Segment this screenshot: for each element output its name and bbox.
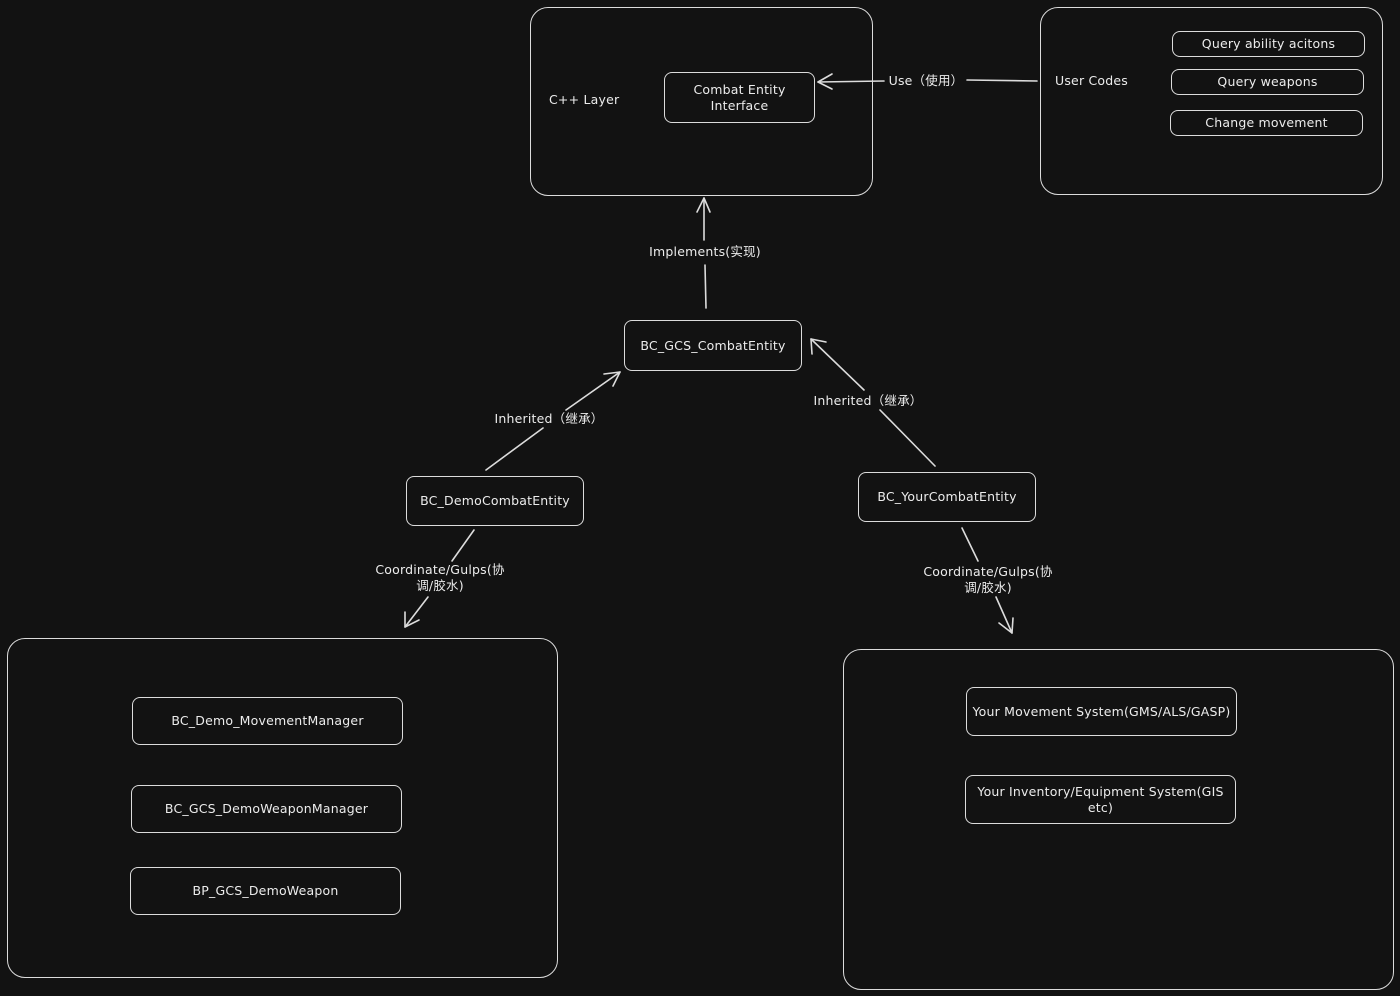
demo-group-container [7,638,558,978]
implements-arrowhead [696,197,711,213]
demo-weapon-label: BP_GCS_DemoWeapon [192,883,339,898]
implements-edge-label: Implements(实现) [646,244,764,260]
user-code-change-movement[interactable]: Change movement [1170,110,1363,136]
your-inventory-system-node[interactable]: Your Inventory/Equipment System(GIS etc) [965,775,1236,824]
user-code-change-movement-label: Change movement [1205,115,1328,130]
demo-weapon-manager-label: BC_GCS_DemoWeaponManager [164,801,369,816]
inherited-right-arrowhead [810,338,827,355]
combat-entity-interface-node[interactable]: Combat Entity Interface [664,72,815,123]
coordinate-left-arrowhead [404,611,420,628]
user-code-query-abilities[interactable]: Query ability acitons [1172,31,1365,57]
user-codes-label: User Codes [1055,73,1128,88]
combat-entity-node[interactable]: BC_GCS_CombatEntity [624,320,802,371]
coordinate-right-arrowhead [998,617,1014,634]
coordinate-right-edge-label: Coordinate/Gulps(协调/胶水) [918,564,1058,596]
combat-entity-interface-label: Combat Entity Interface [693,81,786,113]
user-code-query-weapons-label: Query weapons [1217,74,1318,89]
demo-combat-entity-label: BC_DemoCombatEntity [420,493,570,508]
demo-weapon-manager-node[interactable]: BC_GCS_DemoWeaponManager [131,785,402,833]
your-inventory-system-label: Your Inventory/Equipment System(GIS etc) [977,783,1224,815]
inherited-left-arrowhead [603,371,621,387]
your-group-container [843,649,1394,990]
use-edge-label: Use（使用） [886,73,966,89]
your-movement-system-node[interactable]: Your Movement System(GMS/ALS/GASP) [966,687,1237,736]
demo-movement-manager-node[interactable]: BC_Demo_MovementManager [132,697,403,745]
your-movement-system-label: Your Movement System(GMS/ALS/GASP) [972,703,1231,719]
your-combat-entity-node[interactable]: BC_YourCombatEntity [858,472,1036,522]
demo-combat-entity-node[interactable]: BC_DemoCombatEntity [406,476,584,526]
demo-weapon-node[interactable]: BP_GCS_DemoWeapon [130,867,401,915]
coordinate-left-edge-label: Coordinate/Gulps(协调/胶水) [370,562,510,594]
your-combat-entity-label: BC_YourCombatEntity [877,489,1017,504]
user-code-query-abilities-label: Query ability acitons [1201,36,1336,51]
user-codes-container [1040,7,1383,195]
combat-entity-label: BC_GCS_CombatEntity [640,337,786,353]
cpp-layer-container [530,7,873,196]
cpp-layer-label: C++ Layer [549,92,620,107]
inherited-right-edge-label: Inherited（继承） [812,393,924,409]
inherited-left-edge-label: Inherited（继承） [493,411,605,427]
user-code-query-weapons[interactable]: Query weapons [1171,69,1364,95]
demo-movement-manager-label: BC_Demo_MovementManager [171,713,364,728]
